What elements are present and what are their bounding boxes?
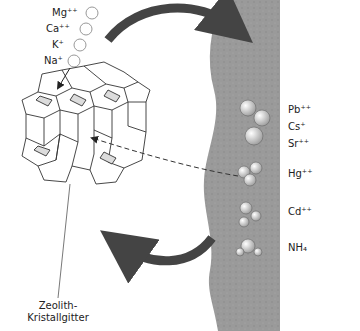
zeolite-lattice — [22, 62, 150, 184]
ion-label: Na⁺ — [44, 55, 63, 67]
ion-label: Ca⁺⁺ — [46, 23, 70, 35]
ion-label: Pb⁺⁺ — [288, 104, 311, 116]
ion-label: NH₄ — [288, 242, 307, 254]
solution-band — [204, 0, 280, 331]
ion-label: Hg⁺⁺ — [288, 168, 312, 180]
ion-label: K⁺ — [52, 39, 64, 51]
exchange-arrow — [108, 8, 232, 40]
lattice-label: Zeolith-Kristallgitter — [12, 300, 104, 323]
ion-label: Mg⁺⁺ — [52, 7, 78, 19]
ion-label: Sr⁺⁺ — [288, 138, 309, 150]
exchange-arrow — [122, 238, 212, 261]
ion-label: Cs⁺ — [288, 121, 305, 133]
ion-label: Cd⁺⁺ — [288, 206, 312, 218]
